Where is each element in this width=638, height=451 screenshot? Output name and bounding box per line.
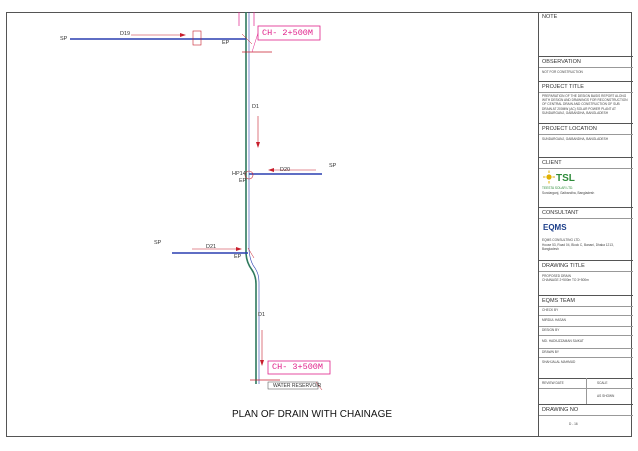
- ch-top-leader: [251, 32, 259, 53]
- tb-drawn-by-name: SHAHJALAL MAHMUD: [542, 360, 576, 364]
- consultant-logo-text: EQMS: [543, 223, 567, 232]
- tb-client-address: Sundarganj, Gaibandha, Bangladesh: [542, 191, 595, 195]
- tb-client-heading: CLIENT: [539, 157, 633, 167]
- tb-divider: [539, 335, 633, 336]
- tb-divider: [539, 134, 633, 135]
- title-block: NOTE OBSERVATION NOT FOR CONSTRUCTION PR…: [538, 12, 633, 437]
- tb-divider: [539, 357, 633, 358]
- label-d19: D19: [120, 31, 131, 37]
- flow-arrow-d1-bottom-head: [260, 360, 264, 366]
- label-d21: D21: [206, 244, 217, 250]
- tb-drawing-no-heading: DRAWING NO: [539, 404, 633, 414]
- tb-observation-text: NOT FOR CONSTRUCTION: [542, 70, 583, 74]
- flow-arrow-d1-top-head: [256, 142, 260, 148]
- branch-d21-arrowhead: [236, 247, 242, 251]
- label-d20: D20: [280, 167, 291, 173]
- tb-design-by-name: MD. HADIUZZAMAN SAIKAT: [542, 339, 584, 343]
- consultant-logo: EQMS: [543, 223, 567, 232]
- drawing-sheet-border: [6, 12, 632, 437]
- client-logo: TSL: [543, 170, 575, 184]
- tb-note-heading: NOTE: [542, 14, 558, 20]
- branch-d19-arrowhead: [180, 33, 186, 37]
- tb-divider: [539, 218, 633, 219]
- drawing-area: SP D19 EP CH- 2+500M D1 SP D20 HP14 EP S…: [6, 12, 538, 437]
- sun-icon: [543, 170, 555, 184]
- label-hp14: HP14: [232, 171, 246, 177]
- branch-d19-pit: [192, 30, 202, 46]
- label-d1-top: D1: [252, 104, 260, 110]
- tb-divider: [539, 92, 633, 93]
- tb-drawing-title-text: PROPOSED DRAIN CHAINAGE 2+500m TO 3+500m: [542, 274, 589, 283]
- label-water-reservoir: WATER RESERVOIR: [273, 383, 322, 389]
- tb-consultant-heading: CONSULTANT: [539, 207, 633, 217]
- tb-divider: [539, 315, 633, 316]
- label-chainage-bottom: CH- 3+500M: [272, 362, 324, 372]
- tb-review-date-label: REVIEW DATE: [542, 381, 564, 385]
- tb-team-heading: EQMS TEAM: [539, 295, 633, 305]
- label-sp-2: SP: [329, 163, 337, 169]
- label-ep-1: EP: [222, 40, 230, 46]
- tb-drawing-no-value: D - 16: [569, 422, 578, 426]
- tb-divider: [539, 306, 633, 307]
- tb-divider: [539, 271, 633, 272]
- tb-scale-label: SCALE: [597, 381, 608, 385]
- tb-project-title-heading: PROJECT TITLE: [539, 81, 633, 91]
- label-ep-3: EP: [234, 254, 242, 260]
- tb-project-title-text: PREPARATION OF THE DESIGN BASIS REPORT A…: [542, 94, 628, 115]
- drain-plan-svg: [70, 12, 331, 391]
- ep3-tick: [247, 247, 255, 259]
- tb-drawing-title-heading: DRAWING TITLE: [539, 260, 633, 270]
- label-sp-3: SP: [154, 240, 162, 246]
- label-chainage-top: CH- 2+500M: [262, 28, 314, 38]
- tb-divider: [539, 168, 633, 169]
- main-drain-line: [245, 12, 257, 384]
- tb-divider: [539, 348, 633, 349]
- ep1-tick: [241, 33, 253, 45]
- tb-client-name: TEESTA SOLAR LTD.: [542, 186, 574, 190]
- main-drain-edge: [248, 12, 260, 384]
- ch-bottom-box: [267, 360, 331, 375]
- tb-project-location-text: SUNDARGANJ, GAIBANDHA, BANGLADESH: [542, 137, 609, 141]
- tb-drawn-by-label: DRAWN BY: [542, 350, 560, 354]
- tb-consultant-address: House 53, Road 04, Block C, Banani, Dhak…: [542, 243, 614, 252]
- drawing-main-title: PLAN OF DRAIN WITH CHAINAGE: [232, 409, 393, 420]
- tb-vertical-divider: [586, 378, 587, 404]
- tb-divider: [539, 326, 633, 327]
- label-ep-2: EP: [239, 178, 247, 184]
- tb-checked-by-label: CHECK BY: [542, 308, 559, 312]
- tb-checked-by-name: MIRDUL HASAN: [542, 318, 566, 322]
- junction-hp14: [244, 170, 254, 180]
- water-reservoir-box: [267, 381, 319, 390]
- label-sp-1: SP: [60, 36, 68, 42]
- tb-design-by-label: DESIGN BY: [542, 328, 560, 332]
- tb-consultant-name: EQMS CONSULTING LTD.: [542, 238, 581, 242]
- reservoir-tick: [315, 381, 323, 391]
- tb-divider: [539, 67, 633, 68]
- tb-project-location-heading: PROJECT LOCATION: [539, 123, 633, 133]
- tb-divider: [539, 415, 633, 416]
- tb-observation-heading: OBSERVATION: [539, 56, 633, 66]
- tb-scale-value: AS SHOWN: [597, 394, 615, 398]
- branch-d20-arrowhead: [268, 168, 274, 172]
- tb-divider: [539, 388, 633, 389]
- client-logo-text: TSL: [556, 173, 575, 184]
- label-d1-bottom: D1: [258, 312, 266, 318]
